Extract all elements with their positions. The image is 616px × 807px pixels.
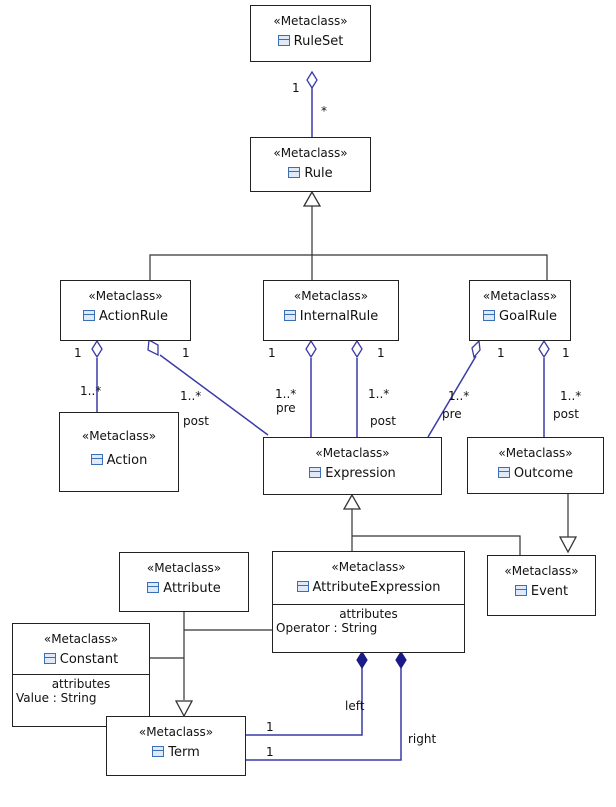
actionrule-pre-mult: 1..*: [80, 384, 101, 398]
right-composition-diamond: [395, 650, 407, 670]
stereotype-label: «Metaclass»: [482, 289, 558, 303]
stereotype-label: «Metaclass»: [293, 289, 369, 303]
internalrule-post-role: post: [370, 414, 396, 428]
class-actionrule[interactable]: «Metaclass» ActionRule: [60, 280, 191, 341]
stereotype-label: «Metaclass»: [331, 560, 406, 574]
class-icon: [497, 467, 510, 478]
internalrule-post-mult: 1..*: [368, 387, 389, 401]
class-outcome[interactable]: «Metaclass» Outcome: [467, 437, 604, 494]
stereotype-label: «Metaclass»: [146, 561, 222, 575]
stereotype-label: «Metaclass»: [273, 146, 348, 160]
goalrule-pre-source-mult: 1: [497, 346, 505, 360]
left-role-label: left: [345, 699, 365, 713]
left-multiplicity: 1: [266, 720, 274, 734]
goalrule-post-mult: 1..*: [560, 389, 581, 403]
class-icon: [296, 581, 309, 592]
attributes-compartment: attributes Operator : String: [273, 604, 464, 637]
internalrule-pre-role: pre: [276, 401, 296, 415]
right-composition-edge: [246, 668, 402, 761]
expression-generalization-arrow: [342, 493, 362, 510]
class-name: GoalRule: [499, 309, 557, 324]
internalrule-post-source-mult: 1: [377, 346, 385, 360]
goalrule-pre-role: pre: [442, 407, 462, 421]
actionrule-post-role: post: [183, 414, 209, 428]
right-role-label: right: [408, 732, 436, 746]
left-composition-edge: [246, 668, 363, 736]
class-icon: [483, 310, 496, 321]
class-icon: [152, 746, 165, 757]
class-name: ActionRule: [98, 309, 168, 324]
attributes-heading: attributes: [51, 677, 111, 691]
attributes-heading: attributes: [339, 607, 398, 621]
stereotype-label: «Metaclass»: [43, 632, 119, 646]
expression-generalization-branch: [352, 535, 521, 555]
class-name: AttributeExpression: [312, 580, 441, 595]
class-name: Outcome: [513, 466, 574, 481]
class-rule[interactable]: «Metaclass» Rule: [250, 137, 371, 192]
attribute-operator: Operator : String: [276, 621, 378, 635]
class-internalrule[interactable]: «Metaclass» InternalRule: [263, 280, 399, 341]
rule-generalization-branch: [149, 254, 548, 280]
class-name: Constant: [59, 652, 119, 667]
class-constant[interactable]: «Metaclass» Constant attributes Value : …: [12, 623, 150, 727]
ruleset-multiplicity: 1: [292, 81, 300, 95]
left-composition-diamond: [356, 650, 368, 670]
class-name: Attribute: [163, 581, 221, 596]
class-icon: [283, 310, 296, 321]
class-goalrule[interactable]: «Metaclass» GoalRule: [469, 280, 571, 341]
stereotype-label: «Metaclass»: [315, 446, 390, 460]
class-icon: [90, 454, 103, 465]
attributes-compartment: attributes Value : String: [13, 674, 149, 707]
stereotype-label: «Metaclass»: [81, 429, 157, 443]
actionrule-post-edge: [159, 354, 269, 436]
class-icon: [288, 167, 301, 178]
class-term[interactable]: «Metaclass» Term: [106, 716, 246, 776]
stereotype-label: «Metaclass»: [273, 14, 348, 28]
attribute-value: Value : String: [16, 691, 97, 705]
class-attribute[interactable]: «Metaclass» Attribute: [119, 552, 249, 612]
class-action[interactable]: «Metaclass» Action: [59, 412, 179, 492]
class-icon: [309, 467, 322, 478]
class-icon: [514, 585, 527, 596]
internalrule-pre-mult: 1..*: [275, 387, 296, 401]
outcome-generalization-arrow: [558, 536, 578, 554]
goalrule-post-role: post: [553, 407, 579, 421]
class-name: RuleSet: [293, 34, 344, 49]
stereotype-label: «Metaclass»: [88, 289, 163, 303]
goalrule-post-source-mult: 1: [562, 346, 570, 360]
class-icon: [147, 582, 160, 593]
class-name: Term: [168, 745, 200, 760]
actionrule-pre-source-mult: 1: [74, 346, 82, 360]
goalrule-pre-mult: 1..*: [448, 389, 469, 403]
internalrule-pre-source-mult: 1: [268, 346, 276, 360]
class-ruleset[interactable]: «Metaclass» RuleSet: [250, 5, 371, 62]
stereotype-label: «Metaclass»: [498, 446, 573, 460]
class-name: Action: [106, 453, 148, 468]
ruleset-aggregation-diamond: [306, 70, 318, 90]
stereotype-label: «Metaclass»: [504, 564, 579, 578]
stereotype-label: «Metaclass»: [138, 725, 214, 739]
class-attributeexpression[interactable]: «Metaclass» AttributeExpression attribut…: [272, 551, 465, 653]
class-event[interactable]: «Metaclass» Event: [487, 555, 596, 616]
rule-generalization-arrow: [302, 190, 322, 207]
class-name: Expression: [325, 466, 396, 481]
class-icon: [277, 35, 290, 46]
actionrule-post-mult: 1..*: [180, 389, 201, 403]
rule-multiplicity: *: [321, 104, 327, 118]
right-multiplicity: 1: [266, 745, 274, 759]
class-icon: [82, 310, 95, 321]
actionrule-post-source-mult: 1: [182, 346, 190, 360]
term-generalization-arrow: [174, 700, 194, 718]
class-name: Rule: [304, 166, 333, 181]
class-name: Event: [530, 584, 569, 599]
class-expression[interactable]: «Metaclass» Expression: [263, 437, 442, 495]
class-name: InternalRule: [299, 309, 379, 324]
goalrule-pre-edge: [427, 355, 477, 438]
class-icon: [43, 653, 56, 664]
